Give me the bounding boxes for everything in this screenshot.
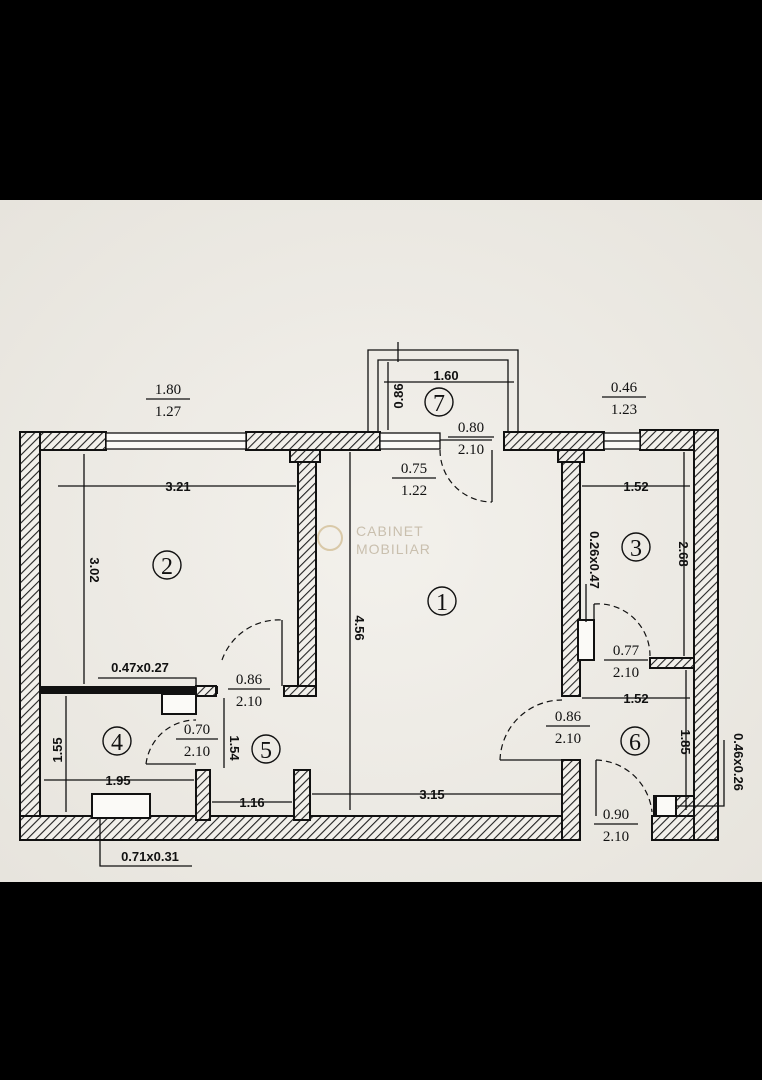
watermark-line-2: MOBILIAR <box>356 541 431 557</box>
window-right-height: 1.23 <box>611 402 637 418</box>
dim-room3-depth: 2.68 <box>676 541 691 566</box>
hall-window-width: 0.75 <box>401 461 427 477</box>
hall-window-height: 1.22 <box>401 483 427 499</box>
outer-walls <box>19 429 719 841</box>
balcony <box>367 342 519 432</box>
dim-hall-width: 3.15 <box>419 787 444 802</box>
dim-room3-width: 1.52 <box>623 479 648 494</box>
door-room6-height: 2.10 <box>555 731 581 747</box>
dim-room5-depth: 1.54 <box>227 735 242 761</box>
dim-shaft-room2: 0.47x0.27 <box>111 660 169 675</box>
dim-shaft-room3: 0.26x0.47 <box>587 531 602 589</box>
room-number-1: 1 <box>436 590 448 616</box>
door-room4-width: 0.70 <box>184 722 210 738</box>
dim-room5-width: 1.16 <box>239 795 264 810</box>
dim-shaft-room4: 0.71x0.31 <box>121 849 179 864</box>
door-balcony-width: 0.80 <box>458 420 484 436</box>
watermark: CABINET MOBILIAR <box>317 523 431 557</box>
door-room2-height: 2.10 <box>236 694 262 710</box>
fraction-bars <box>146 396 648 825</box>
room-number-2: 2 <box>161 554 173 580</box>
dim-room6-depth: 1.85 <box>678 729 693 754</box>
door-entrance-height: 2.10 <box>603 829 629 845</box>
room-number-6: 6 <box>629 730 641 756</box>
bottom-black-bar <box>0 882 762 1080</box>
door-room3-height: 2.10 <box>613 665 639 681</box>
room-number-7: 7 <box>433 391 445 417</box>
door-entrance-width: 0.90 <box>603 807 629 823</box>
door-room2-width: 0.86 <box>236 672 263 688</box>
door-room6-width: 0.86 <box>555 709 582 725</box>
door-labels: 0.80 2.10 0.75 1.22 0.86 2.10 0.77 2.10 … <box>184 420 640 845</box>
top-windows <box>105 432 641 450</box>
dim-room6-width: 1.52 <box>623 691 648 706</box>
window-left-width: 1.80 <box>155 382 181 398</box>
dim-balcony-depth: 0.86 <box>391 383 406 408</box>
dimension-texts: 1.60 0.86 3.21 3.02 4.56 3.15 1.52 2.68 … <box>50 368 746 864</box>
door-room4-height: 2.10 <box>184 744 210 760</box>
window-left-height: 1.27 <box>155 404 182 420</box>
room-number-3: 3 <box>630 536 642 562</box>
dim-hall-length: 4.56 <box>352 615 367 640</box>
dim-room2-depth: 3.02 <box>87 557 102 582</box>
watermark-line-1: CABINET <box>356 523 424 539</box>
door-balcony-height: 2.10 <box>458 442 484 458</box>
room-numbers: 1 2 3 4 5 6 7 <box>102 387 651 764</box>
dim-room2-width: 3.21 <box>165 479 190 494</box>
dim-balcony-width: 1.60 <box>433 368 458 383</box>
paper-background <box>0 200 762 882</box>
door-room3-width: 0.77 <box>613 643 640 659</box>
window-labels: 1.80 1.27 0.46 1.23 <box>155 380 638 420</box>
dim-room4-depth: 1.55 <box>50 737 65 762</box>
room-number-4: 4 <box>111 730 123 756</box>
dimension-lines <box>44 362 725 867</box>
dim-room4-width: 1.95 <box>105 773 130 788</box>
shafts <box>91 619 677 819</box>
room-number-5: 5 <box>260 738 272 764</box>
top-black-bar <box>0 0 762 200</box>
window-right-width: 0.46 <box>611 380 638 396</box>
doors <box>145 439 653 816</box>
dim-shaft-room6: 0.46x0.26 <box>731 733 746 791</box>
